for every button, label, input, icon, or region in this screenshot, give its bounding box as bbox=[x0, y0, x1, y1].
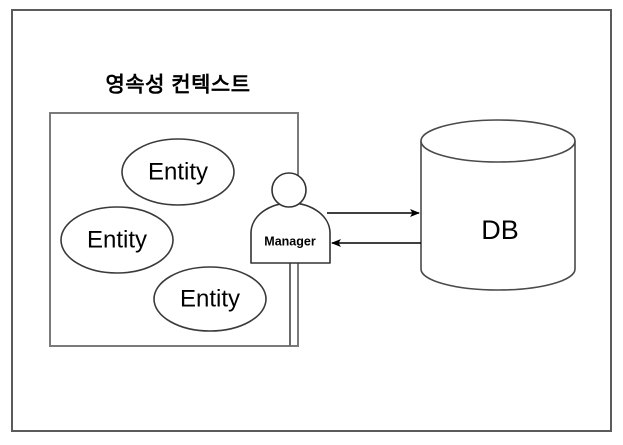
actor-head-icon bbox=[271, 172, 307, 208]
entity-label-3: Entity bbox=[180, 285, 240, 312]
database-cylinder-body bbox=[420, 141, 576, 291]
actor-body bbox=[250, 202, 331, 264]
entity-label-2: Entity bbox=[87, 226, 147, 253]
database-cylinder-top bbox=[420, 119, 576, 163]
entity-node-3: Entity bbox=[153, 266, 267, 332]
entity-ellipse-3 bbox=[153, 266, 267, 332]
entity-label-1: Entity bbox=[148, 158, 208, 185]
diagram-title: 영속성 컨텍스트 bbox=[105, 74, 250, 97]
entity-node-1: Entity bbox=[121, 138, 235, 206]
entity-ellipse-2 bbox=[60, 206, 174, 274]
actor-label-manager: Manager bbox=[264, 234, 316, 248]
entity-ellipse-1 bbox=[121, 138, 235, 206]
database-label: DB bbox=[481, 215, 519, 245]
entity-node-2: Entity bbox=[60, 206, 174, 274]
